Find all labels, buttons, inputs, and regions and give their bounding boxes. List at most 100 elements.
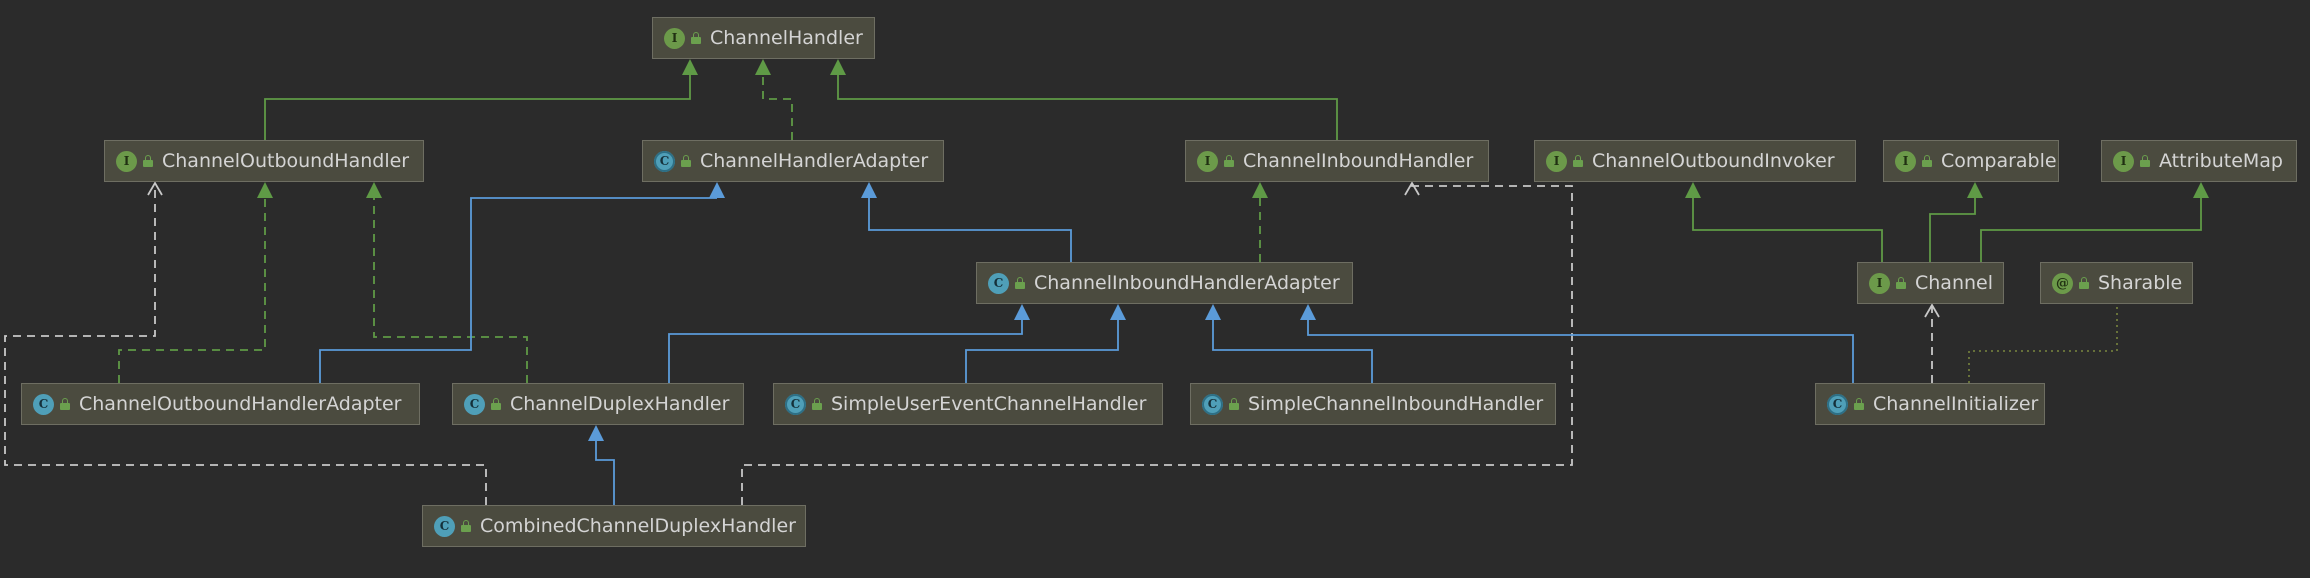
node-CombinedChannelDuplexHandler[interactable]: C CombinedChannelDuplexHandler [422, 505, 806, 547]
class-icon: C [33, 393, 54, 415]
node-ChannelHandler[interactable]: I ChannelHandler [652, 17, 875, 59]
edge-simplein-to-inadapter [1212, 320, 1373, 383]
node-ChannelOutboundHandlerAdapter[interactable]: C ChannelOutboundHandlerAdapter [21, 383, 420, 425]
lock-icon [2079, 277, 2089, 289]
annotation-icon: @ [2052, 272, 2073, 294]
arrowhead-open [1924, 303, 1940, 318]
arrowhead-triangle [1205, 304, 1221, 320]
interface-icon: I [2113, 150, 2134, 172]
lock-icon [1573, 155, 1583, 167]
node-label: ChannelOutboundInvoker [1592, 149, 1835, 172]
node-label: ChannelInitializer [1873, 392, 2039, 415]
arrowhead-triangle [1252, 182, 1268, 198]
arrowhead-triangle [830, 59, 846, 75]
node-label: ChannelInboundHandler [1243, 149, 1474, 172]
edge-duplex-to-inadapter [668, 320, 1023, 383]
edge-channel-to-invoker [1692, 198, 1883, 262]
arrowhead-triangle [366, 182, 382, 198]
arrowhead-open [147, 181, 163, 196]
arrowhead-triangle [1014, 304, 1030, 320]
edge-combined-uses-inbound [741, 183, 1573, 505]
lock-icon [1896, 277, 1906, 289]
node-Comparable[interactable]: I Comparable [1883, 140, 2059, 182]
abstract-class-icon: C [1827, 393, 1848, 415]
edge-simpleuser-to-inadapter [965, 320, 1119, 383]
abstract-class-icon: C [785, 393, 806, 415]
edge-combined-to-duplex [595, 441, 615, 505]
node-label: SimpleChannelInboundHandler [1248, 392, 1544, 415]
node-ChannelHandlerAdapter[interactable]: C ChannelHandlerAdapter [642, 140, 944, 182]
lock-icon [1224, 155, 1234, 167]
arrowhead-triangle [1300, 304, 1316, 320]
edge-adapter-to-handler [762, 75, 793, 140]
abstract-class-icon: C [654, 150, 675, 172]
lock-icon [461, 520, 471, 532]
arrowhead-triangle [709, 182, 725, 198]
node-label: CombinedChannelDuplexHandler [480, 514, 796, 537]
lock-icon [60, 398, 70, 410]
edge-channel-to-comparable [1929, 198, 1976, 262]
node-ChannelInboundHandler[interactable]: I ChannelInboundHandler [1185, 140, 1489, 182]
edge-inbound-to-handler [837, 75, 1338, 140]
node-label: Channel [1915, 271, 1994, 294]
arrowhead-triangle [1110, 304, 1126, 320]
arrowhead-triangle [861, 182, 877, 198]
class-icon: C [434, 515, 455, 537]
lock-icon [681, 155, 691, 167]
edge-outadapter-to-adapter [319, 197, 717, 383]
edge-inadapter-to-adapter [868, 198, 1072, 262]
interface-icon: I [664, 27, 685, 49]
arrowhead-triangle [1967, 182, 1983, 198]
edge-initializer-to-inadapter [1307, 320, 1854, 383]
arrowhead-triangle [1685, 182, 1701, 198]
arrowhead-triangle [755, 59, 771, 75]
node-label: AttributeMap [2159, 149, 2283, 172]
lock-icon [491, 398, 501, 410]
abstract-class-icon: C [1202, 393, 1223, 415]
edge-combined-uses-outbound [4, 183, 487, 505]
node-label: ChannelDuplexHandler [510, 392, 730, 415]
node-Channel[interactable]: I Channel [1857, 262, 2004, 304]
lock-icon [812, 398, 822, 410]
node-label: Sharable [2098, 271, 2183, 294]
node-AttributeMap[interactable]: I AttributeMap [2101, 140, 2297, 182]
class-icon: C [464, 393, 485, 415]
node-ChannelOutboundHandler[interactable]: I ChannelOutboundHandler [104, 140, 424, 182]
interface-icon: I [116, 150, 137, 172]
arrowhead-triangle [257, 182, 273, 198]
node-label: ChannelHandlerAdapter [700, 149, 929, 172]
node-ChannelInitializer[interactable]: C ChannelInitializer [1815, 383, 2045, 425]
lock-icon [1229, 398, 1239, 410]
lock-icon [1922, 155, 1932, 167]
lock-icon [1015, 277, 1025, 289]
node-label: Comparable [1941, 149, 2057, 172]
node-SimpleUserEventChannelHandler[interactable]: C SimpleUserEventChannelHandler [773, 383, 1163, 425]
node-ChannelDuplexHandler[interactable]: C ChannelDuplexHandler [452, 383, 744, 425]
arrowhead-triangle [2193, 182, 2209, 198]
edge-outbound-to-handler [264, 75, 691, 140]
node-SimpleChannelInboundHandler[interactable]: C SimpleChannelInboundHandler [1190, 383, 1556, 425]
arrowhead-triangle [682, 59, 698, 75]
lock-icon [2140, 155, 2150, 167]
lock-icon [691, 32, 701, 44]
node-Sharable[interactable]: @ Sharable [2040, 262, 2193, 304]
interface-icon: I [1197, 150, 1218, 172]
interface-icon: I [1869, 272, 1890, 294]
edge-channel-to-attributemap [1980, 198, 2202, 262]
edge-initializer-sharable [1968, 305, 2118, 383]
node-ChannelInboundHandlerAdapter[interactable]: C ChannelInboundHandlerAdapter [976, 262, 1353, 304]
lock-icon [143, 155, 153, 167]
edge-duplex-to-outbound [373, 198, 528, 383]
node-label: ChannelOutboundHandlerAdapter [79, 392, 402, 415]
interface-icon: I [1546, 150, 1567, 172]
node-label: SimpleUserEventChannelHandler [831, 392, 1147, 415]
node-ChannelOutboundInvoker[interactable]: I ChannelOutboundInvoker [1534, 140, 1856, 182]
edge-outadapter-to-outbound [118, 198, 266, 383]
interface-icon: I [1895, 150, 1916, 172]
node-label: ChannelOutboundHandler [162, 149, 410, 172]
arrowhead-open [1404, 181, 1420, 196]
class-icon: C [988, 272, 1009, 294]
lock-icon [1854, 398, 1864, 410]
